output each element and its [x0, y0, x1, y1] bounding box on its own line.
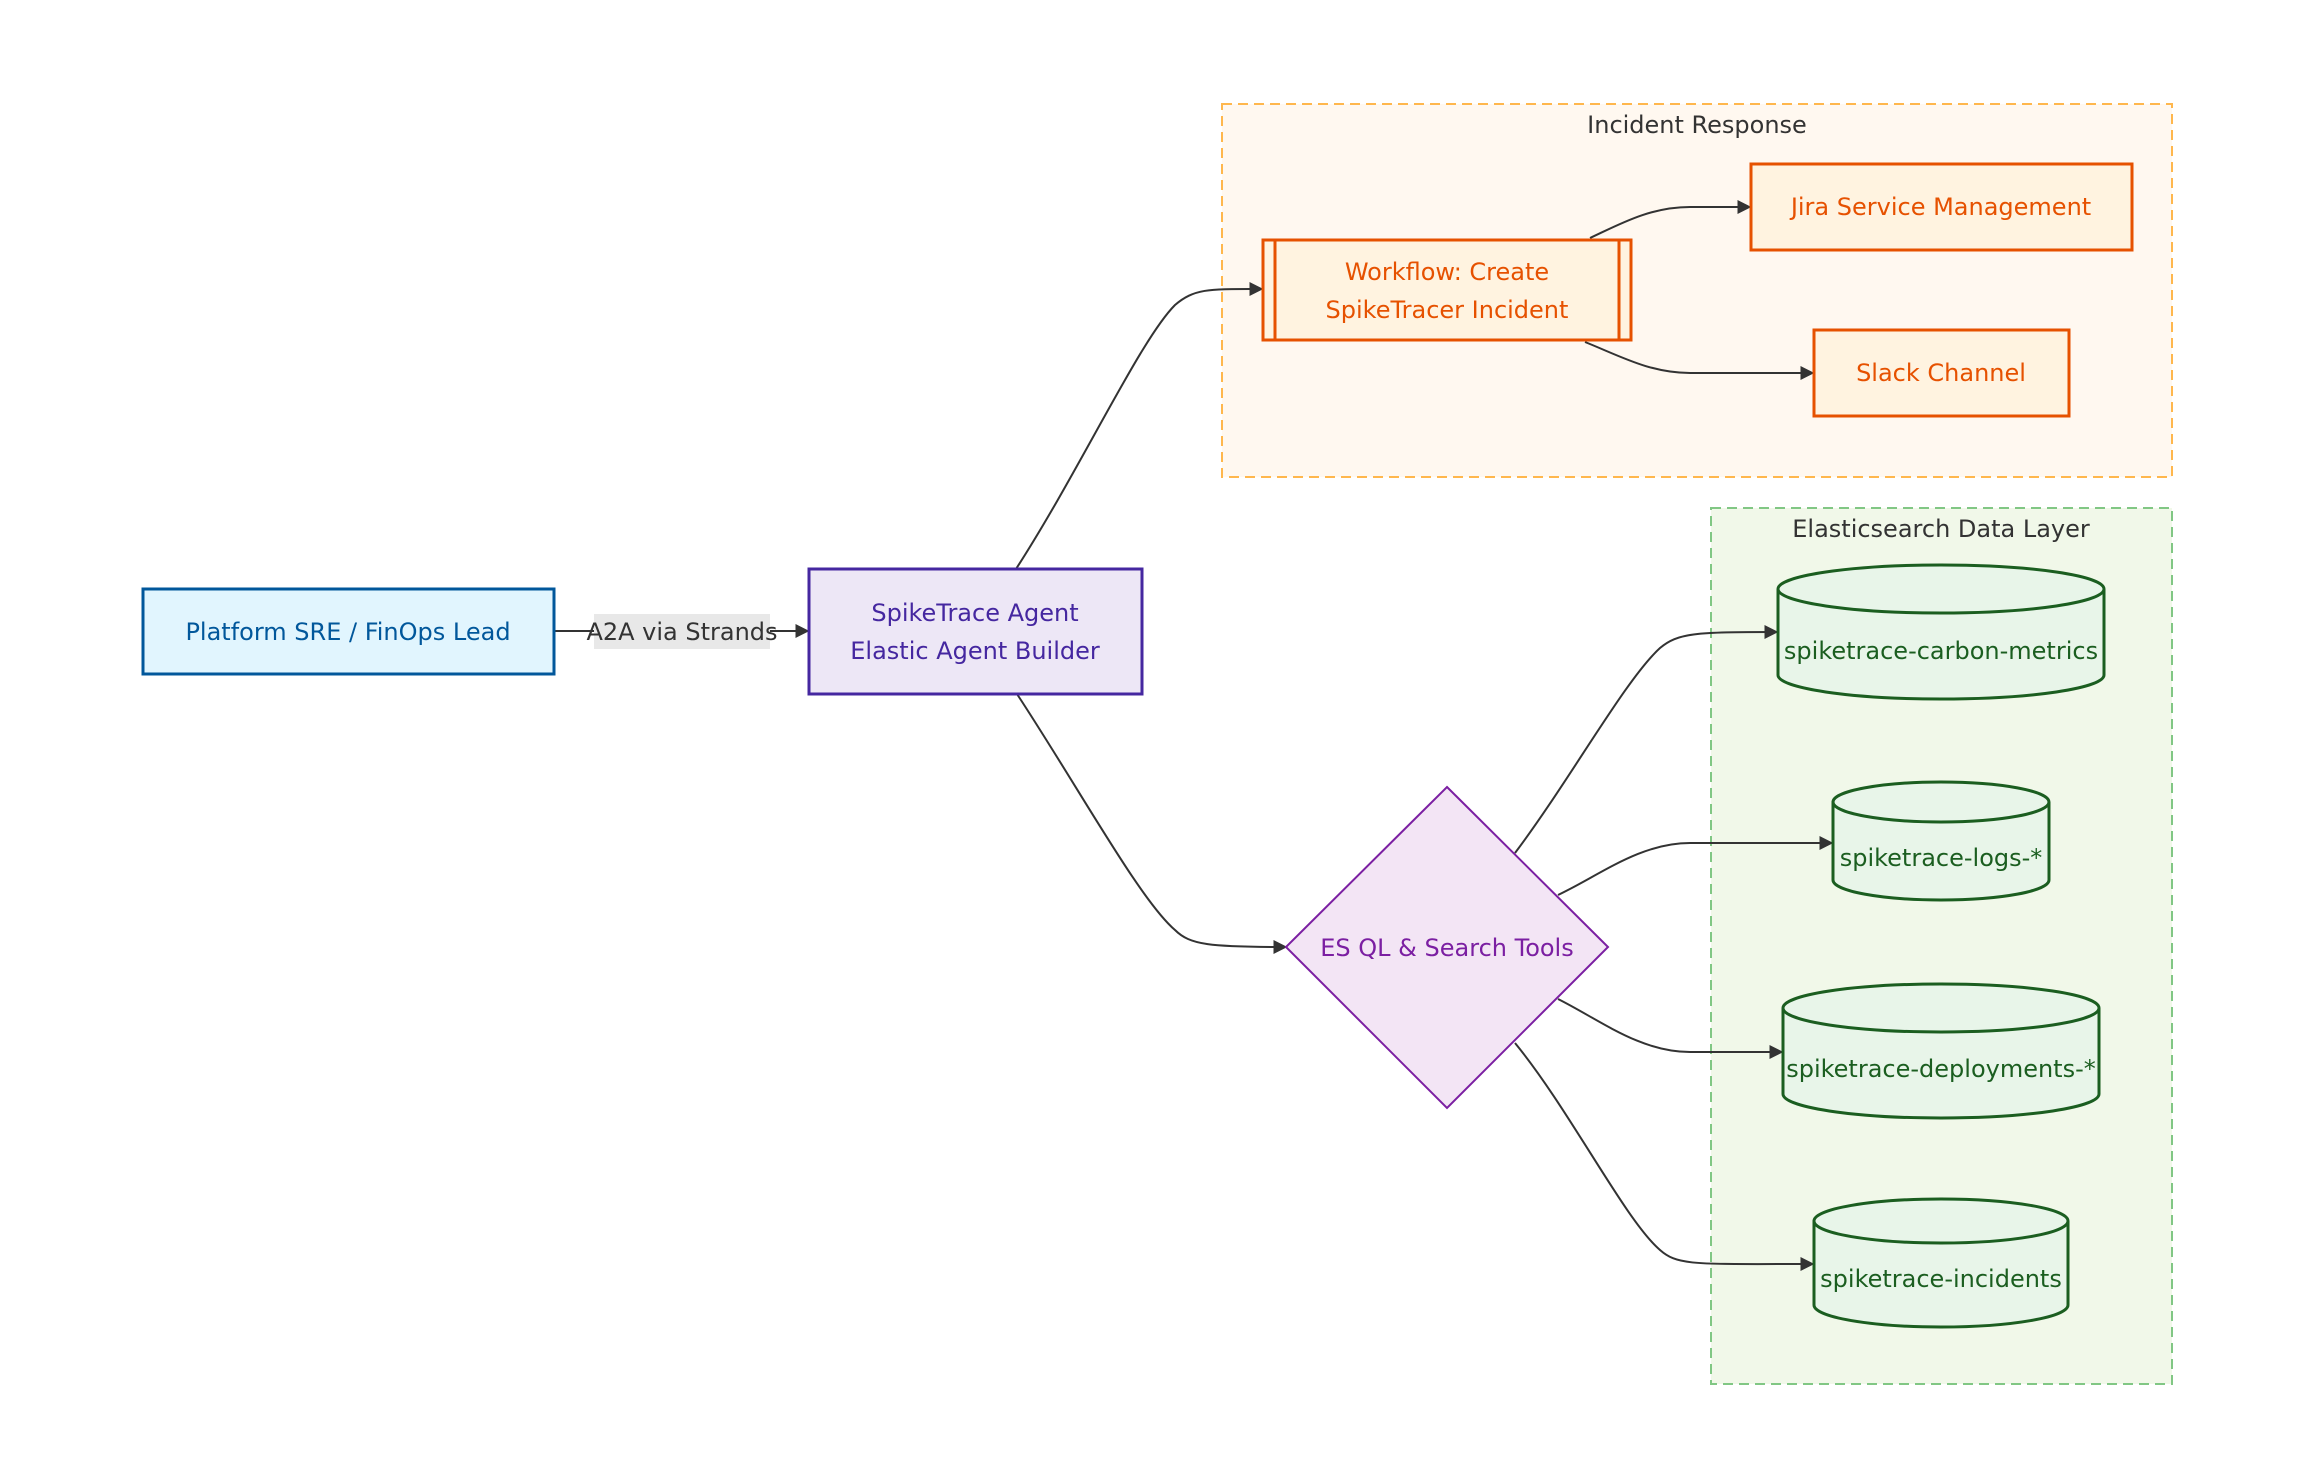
agent-node[interactable]: SpikeTrace Agent Elastic Agent Builder: [807, 567, 1144, 696]
logs-cylinder-body: [1831, 802, 2051, 902]
user-node-label: Platform SRE / FinOps Lead: [185, 618, 510, 646]
logs-index-node[interactable]: spiketrace-logs-*: [1831, 780, 2051, 902]
edges: A2A via Strands: [555, 200, 1834, 1272]
edge-label-background: [594, 614, 770, 649]
edge-agent-workflow: [1015, 281, 1264, 570]
carbon-metrics-cylinder-top: [1776, 563, 2106, 615]
incidents-index-node[interactable]: spiketrace-incidents: [1812, 1197, 2070, 1329]
incident-response-group-title: Incident Response: [1587, 111, 1807, 139]
edge-tools-incidents: [1514, 1042, 1815, 1272]
deployments-cylinder-body: [1781, 1008, 2101, 1120]
deployments-label: spiketrace-deployments-*: [1786, 1055, 2096, 1083]
tools-node-label: ES QL & Search Tools: [1320, 934, 1573, 962]
edge-label-a2a: A2A via Strands: [586, 618, 777, 646]
logs-cylinder-top: [1831, 780, 2051, 824]
tools-node[interactable]: ES QL & Search Tools: [1284, 785, 1610, 1110]
jira-node-box: [1749, 162, 2134, 252]
tools-node-diamond: [1284, 785, 1610, 1110]
user-node[interactable]: Platform SRE / FinOps Lead: [141, 587, 556, 676]
agent-node-label-line2: Elastic Agent Builder: [850, 637, 1100, 665]
workflow-node-box: [1261, 238, 1633, 342]
jira-node[interactable]: Jira Service Management: [1749, 162, 2134, 252]
edge-tools-carbon: [1514, 625, 1779, 854]
slack-node[interactable]: Slack Channel: [1812, 328, 2071, 418]
edge-tools-deployments: [1557, 998, 1784, 1059]
edge-workflow-slack: [1584, 341, 1815, 380]
user-node-box: [141, 587, 556, 676]
logs-label: spiketrace-logs-*: [1840, 844, 2043, 872]
incidents-cylinder-body: [1812, 1221, 2070, 1329]
carbon-metrics-label: spiketrace-carbon-metrics: [1784, 637, 2098, 665]
edge-agent-tools: [1016, 693, 1288, 954]
edge-tools-logs: [1557, 836, 1834, 896]
workflow-node-label-line2: SpikeTracer Incident: [1326, 296, 1569, 324]
deployments-index-node[interactable]: spiketrace-deployments-*: [1781, 982, 2101, 1120]
carbon-metrics-cylinder-body: [1776, 589, 2106, 701]
incidents-label: spiketrace-incidents: [1820, 1265, 2062, 1293]
slack-node-box: [1812, 328, 2071, 418]
carbon-metrics-index-node[interactable]: spiketrace-carbon-metrics: [1776, 563, 2106, 701]
agent-node-box: [807, 567, 1144, 696]
deployments-cylinder-top: [1781, 982, 2101, 1034]
workflow-node-label-line1: Workflow: Create: [1345, 258, 1549, 286]
edge-workflow-jira: [1589, 200, 1752, 239]
incidents-cylinder-top: [1812, 1197, 2070, 1245]
jira-node-label: Jira Service Management: [1789, 193, 2091, 221]
slack-node-label: Slack Channel: [1856, 359, 2026, 387]
data-layer-group-title: Elasticsearch Data Layer: [1792, 515, 2090, 543]
agent-node-label-line1: SpikeTrace Agent: [871, 599, 1078, 627]
workflow-node[interactable]: Workflow: Create SpikeTracer Incident: [1261, 238, 1633, 342]
